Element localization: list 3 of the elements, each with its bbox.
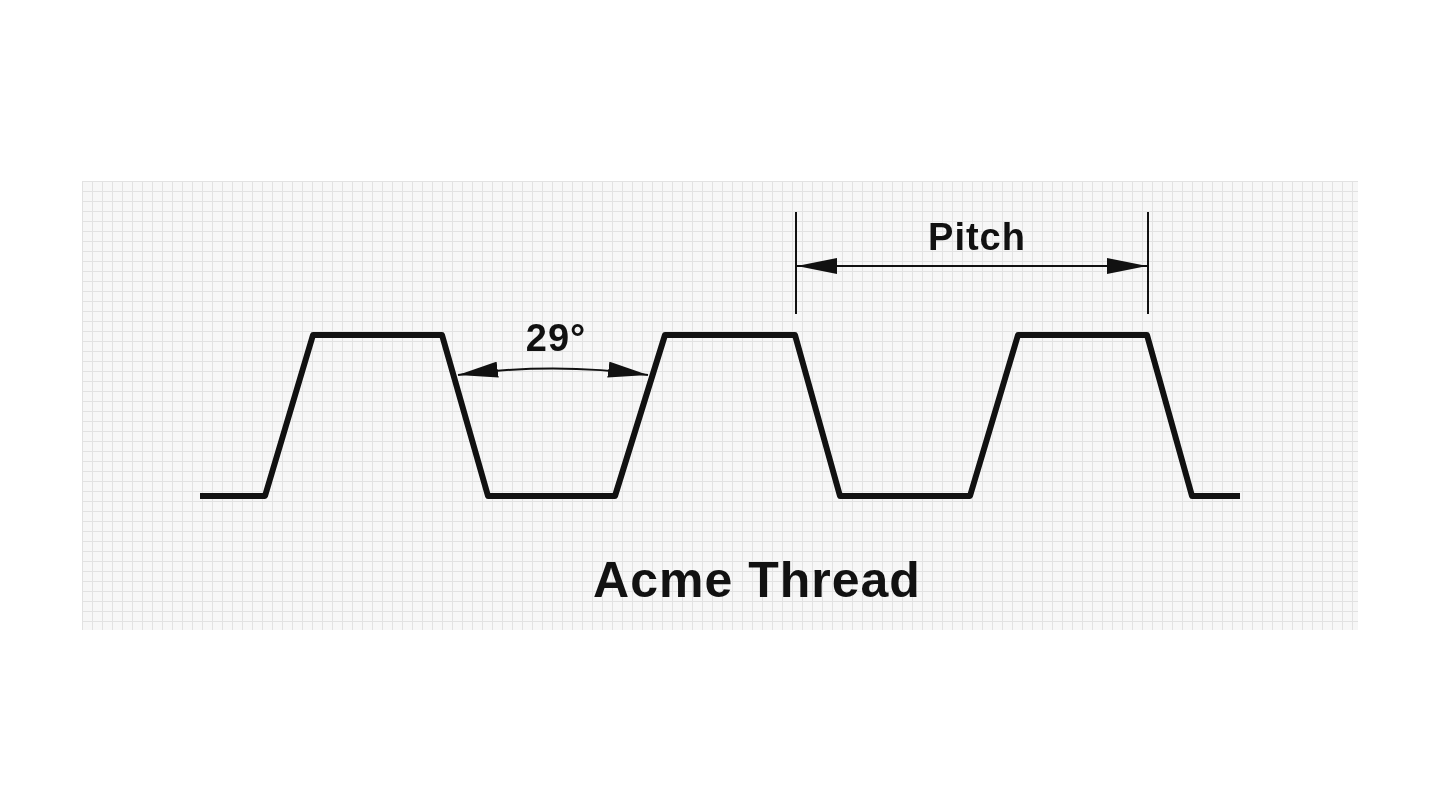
dimension-label: 29° [525, 316, 587, 360]
diagram-title: Acme Thread [593, 551, 921, 609]
dimension-label: Pitch [928, 215, 1026, 259]
